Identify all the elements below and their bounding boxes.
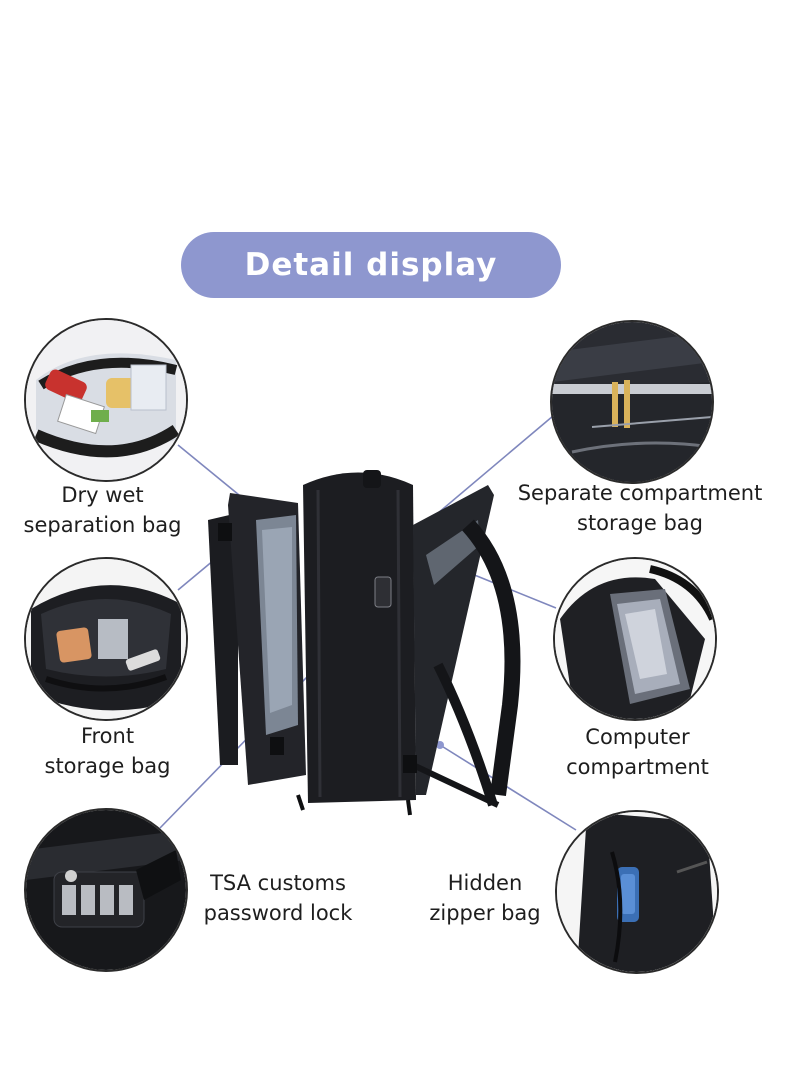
- hidden-zipper-bag-detail-image: [555, 810, 719, 974]
- detail-display-banner: Detail display: [181, 232, 561, 298]
- tsa-lock-label: TSA customs password lock: [203, 871, 353, 925]
- separate-compartment-label: Separate compartment storage bag: [517, 481, 763, 535]
- computer-compartment-detail-image: [553, 557, 717, 721]
- front-storage-bag-detail-image: [24, 557, 188, 721]
- front-storage-bag-label: Front storage bag: [44, 724, 171, 778]
- dry-wet-bag-detail-image: [24, 318, 188, 482]
- dry-wet-bag-label: Dry wet separation bag: [23, 483, 182, 537]
- backpack-product-image: [208, 470, 521, 816]
- computer-compartment-label: Computer compartment: [566, 725, 709, 779]
- banner-title: Detail display: [244, 247, 498, 283]
- hidden-zipper-bag-label: Hidden zipper bag: [429, 871, 541, 925]
- separate-compartment-detail-image: [550, 320, 714, 484]
- tsa-lock-detail-image: [24, 808, 188, 972]
- connector-dot: [436, 741, 444, 749]
- connector-hidden: [439, 744, 577, 831]
